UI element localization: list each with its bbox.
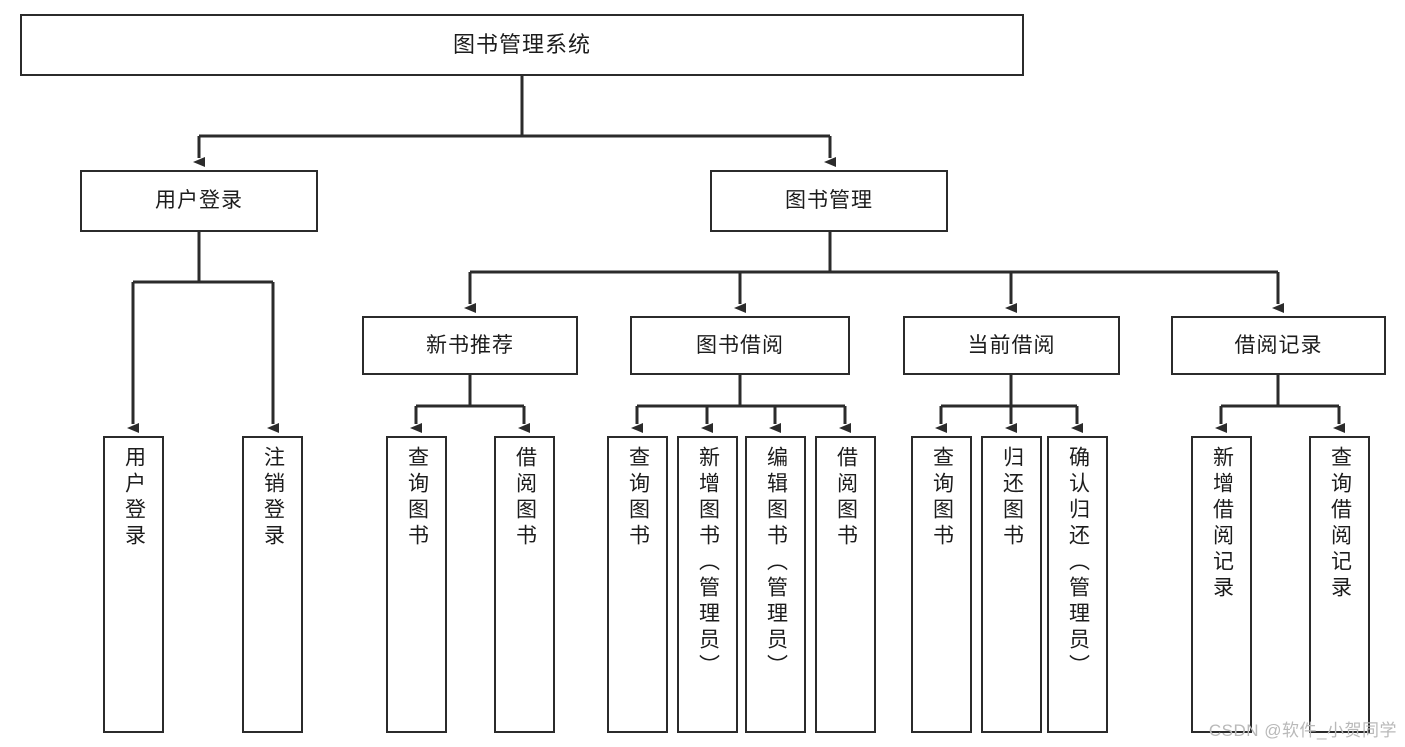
node-new-book-recommend[interactable]: 新书推荐 bbox=[362, 316, 578, 375]
node-label: 注销登录 bbox=[261, 446, 285, 550]
node-label: 新增借阅记录 bbox=[1210, 446, 1234, 602]
node-leaf-borrow-book-1[interactable]: 借阅图书 bbox=[494, 436, 555, 733]
node-leaf-borrow-book-2[interactable]: 借阅图书 bbox=[815, 436, 876, 733]
csdn-watermark: CSDN @软件_小贺同学 bbox=[1208, 721, 1397, 740]
node-leaf-query-record[interactable]: 查询借阅记录 bbox=[1309, 436, 1370, 733]
node-label: 查询图书 bbox=[930, 446, 954, 550]
node-leaf-query-book-3[interactable]: 查询图书 bbox=[911, 436, 972, 733]
node-user-login[interactable]: 用户登录 bbox=[80, 170, 318, 232]
node-label: 确认归还（管理员） bbox=[1066, 446, 1090, 680]
node-label: 查询图书 bbox=[626, 446, 650, 550]
node-label: 归还图书 bbox=[1000, 446, 1024, 550]
node-leaf-add-book[interactable]: 新增图书（管理员） bbox=[677, 436, 738, 733]
node-borrow-record[interactable]: 借阅记录 bbox=[1171, 316, 1386, 375]
node-leaf-user-logout[interactable]: 注销登录 bbox=[242, 436, 303, 733]
node-current-borrow[interactable]: 当前借阅 bbox=[903, 316, 1120, 375]
node-leaf-query-book-2[interactable]: 查询图书 bbox=[607, 436, 668, 733]
node-leaf-return-book[interactable]: 归还图书 bbox=[981, 436, 1042, 733]
node-label: 用户登录 bbox=[122, 446, 146, 550]
node-root-system[interactable]: 图书管理系统 bbox=[20, 14, 1024, 76]
node-label: 借阅图书 bbox=[513, 446, 537, 550]
node-leaf-add-record[interactable]: 新增借阅记录 bbox=[1191, 436, 1252, 733]
node-leaf-user-login[interactable]: 用户登录 bbox=[103, 436, 164, 733]
node-label: 借阅图书 bbox=[834, 446, 858, 550]
node-leaf-edit-book[interactable]: 编辑图书（管理员） bbox=[745, 436, 806, 733]
node-leaf-query-book-1[interactable]: 查询图书 bbox=[386, 436, 447, 733]
node-label: 查询借阅记录 bbox=[1328, 446, 1352, 602]
node-book-manage[interactable]: 图书管理 bbox=[710, 170, 948, 232]
node-label: 新增图书（管理员） bbox=[696, 446, 720, 680]
node-book-borrow[interactable]: 图书借阅 bbox=[630, 316, 850, 375]
node-leaf-confirm-return[interactable]: 确认归还（管理员） bbox=[1047, 436, 1108, 733]
node-label: 查询图书 bbox=[405, 446, 429, 550]
node-label: 编辑图书（管理员） bbox=[764, 446, 788, 680]
